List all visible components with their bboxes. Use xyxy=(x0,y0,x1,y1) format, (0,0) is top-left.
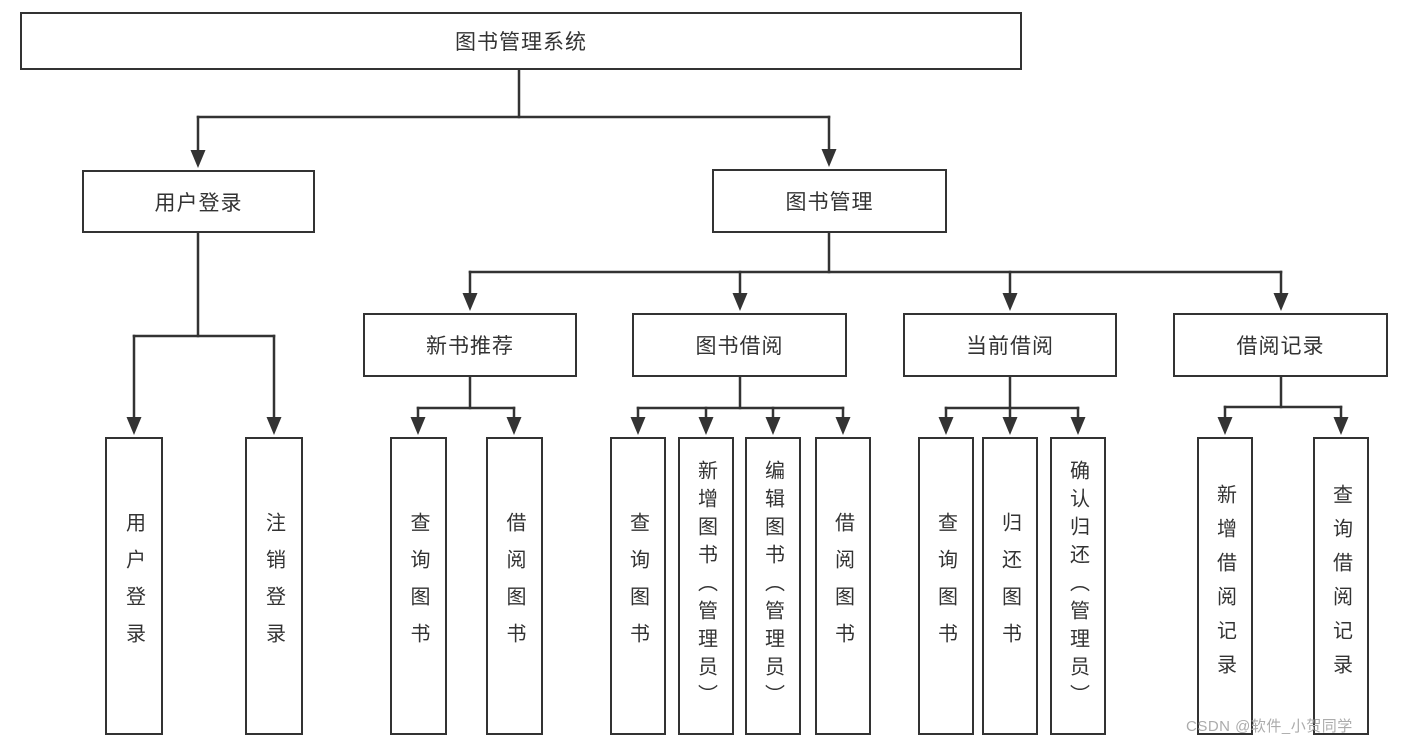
leaf-label: 用户登录 xyxy=(122,512,145,660)
leaf-bb-add-book-admin: 新增图书（管理员） xyxy=(678,437,734,735)
leaf-cb-confirm-return-admin: 确认归还（管理员） xyxy=(1050,437,1106,735)
node-book-management: 图书管理 xyxy=(712,169,947,233)
leaf-cb-return-books: 归还图书 xyxy=(982,437,1038,735)
node-label: 图书借阅 xyxy=(695,335,784,358)
leaf-label: 借阅图书 xyxy=(831,512,854,660)
leaf-nbr-query-books: 查询图书 xyxy=(390,437,447,735)
leaf-label: 查询图书 xyxy=(407,512,429,660)
node-library-management-system: 图书管理系统 xyxy=(20,12,1022,70)
leaf-label: 编辑图书（管理员） xyxy=(761,460,784,712)
node-book-borrowing: 图书借阅 xyxy=(632,313,847,377)
node-borrow-records: 借阅记录 xyxy=(1173,313,1388,377)
node-label: 新书推荐 xyxy=(426,335,514,358)
node-label: 图书管理系统 xyxy=(455,31,587,54)
leaf-br-query-borrow-record: 查询借阅记录 xyxy=(1313,437,1369,735)
leaf-user-login: 用户登录 xyxy=(105,437,163,735)
node-label: 图书管理 xyxy=(785,191,874,214)
leaf-logout-login: 注销登录 xyxy=(245,437,303,735)
leaf-nbr-borrow-books: 借阅图书 xyxy=(486,437,543,735)
node-label: 当前借阅 xyxy=(966,335,1054,358)
leaf-bb-edit-book-admin: 编辑图书（管理员） xyxy=(745,437,801,735)
leaf-label: 查询图书 xyxy=(934,512,957,660)
leaf-label: 查询借阅记录 xyxy=(1329,484,1352,688)
leaf-bb-query-books: 查询图书 xyxy=(610,437,666,735)
csdn-watermark: CSDN @软件_小贺同学 xyxy=(1186,718,1353,735)
node-current-borrowing: 当前借阅 xyxy=(903,313,1117,377)
node-new-book-recommend: 新书推荐 xyxy=(363,313,577,377)
leaf-label: 查询图书 xyxy=(626,512,649,660)
leaf-label: 确认归还（管理员） xyxy=(1066,460,1089,712)
node-label: 借阅记录 xyxy=(1236,335,1325,358)
leaf-cb-query-books: 查询图书 xyxy=(918,437,974,735)
leaf-bb-borrow-books: 借阅图书 xyxy=(815,437,871,735)
leaf-label: 新增借阅记录 xyxy=(1213,484,1236,688)
leaf-label: 借阅图书 xyxy=(503,512,525,660)
node-label: 用户登录 xyxy=(154,191,243,215)
leaf-label: 注销登录 xyxy=(262,512,285,660)
node-user-login: 用户登录 xyxy=(82,170,315,233)
leaf-label: 新增图书（管理员） xyxy=(694,460,717,712)
leaf-label: 归还图书 xyxy=(998,512,1021,660)
leaf-br-add-borrow-record: 新增借阅记录 xyxy=(1197,437,1253,735)
